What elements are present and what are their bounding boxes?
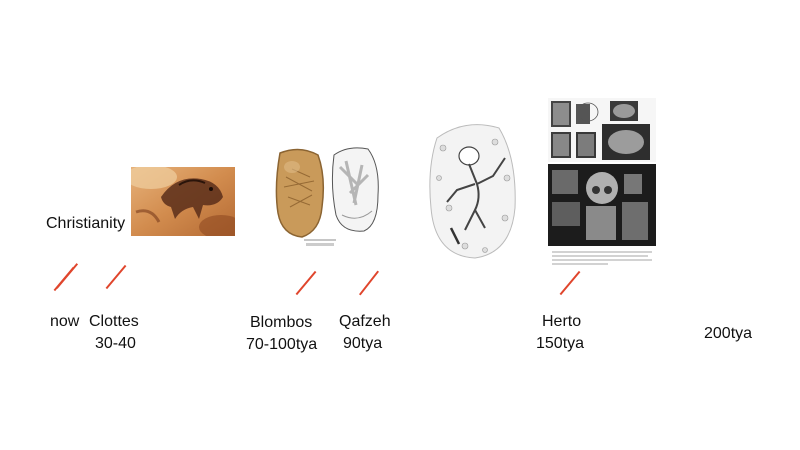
timeline-marker-blombos (295, 270, 317, 296)
scale-bar (300, 236, 340, 248)
label-now: now (50, 313, 80, 330)
label-herto-age: 150tya (536, 335, 585, 352)
label-clottes: Clottes (89, 313, 139, 330)
label-blombos-age: 70-100tya (246, 336, 318, 353)
engraved-ochre-image (272, 147, 326, 239)
timeline-marker-herto (559, 270, 581, 296)
label-200tya: 200tya (704, 325, 753, 342)
label-herto: Herto (542, 313, 582, 330)
skull-photo-plate (548, 98, 656, 273)
cave-painting-image (131, 167, 235, 236)
label-qafzeh-age: 90tya (343, 335, 383, 352)
engraved-ochre-drawing (328, 145, 382, 239)
timeline-marker-qafzeh (358, 270, 380, 296)
label-christianity: Christianity (46, 215, 126, 232)
label-qafzeh: Qafzeh (339, 313, 391, 330)
burial-drawing-image (425, 118, 520, 263)
label-blombos: Blombos (250, 314, 313, 331)
timeline-marker-now-2 (53, 266, 75, 292)
label-clottes-age: 30-40 (95, 335, 136, 352)
timeline-marker-clottes (105, 264, 127, 290)
